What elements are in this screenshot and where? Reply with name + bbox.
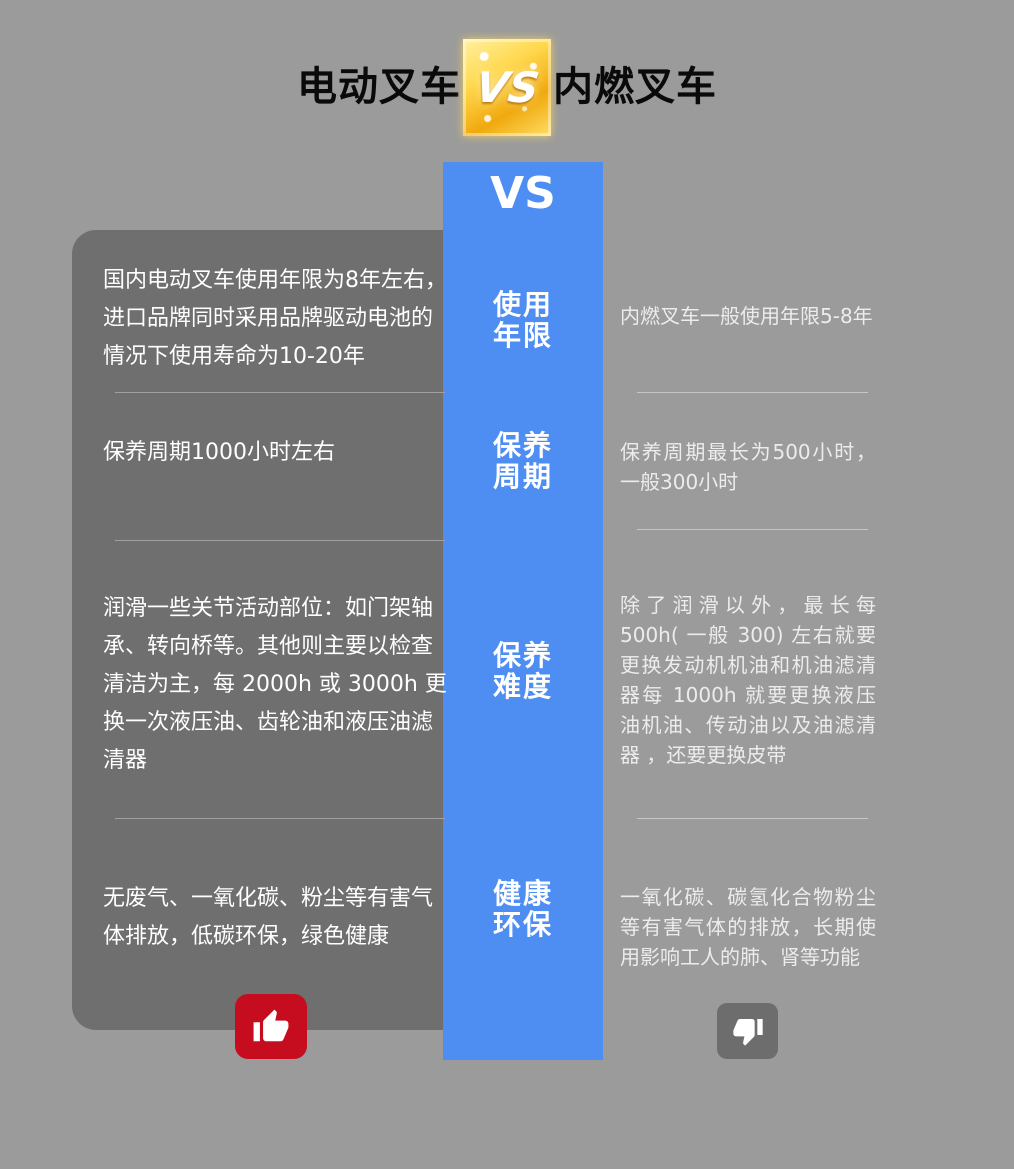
category-health-environment: 健康 环保 [443,878,603,940]
electric-row-maintenance-cycle: 保养周期1000小时左右 [103,440,335,465]
category-label-line: 保养 [492,429,553,462]
vs-column-header: VS [490,168,556,219]
thumbs-up-icon [253,1009,289,1041]
title-left: 电动叉车 [297,64,461,110]
divider [115,392,445,393]
electric-panel [72,230,490,1030]
combustion-row-maintenance-difficulty: 除了润滑以外，最长每 500h( 一般 300) 左右就要更换发动机机油和机油滤… [620,593,876,767]
category-label-line: 环保 [492,908,553,941]
electric-row-usage-life: 国内电动叉车使用年限为8年左右，进口品牌同时采用品牌驱动电池的情况下使用寿命为1… [103,268,447,369]
divider [115,818,445,819]
divider [637,392,868,393]
title-right: 内燃叉车 [553,64,717,110]
vs-badge-label: VS [472,62,542,112]
combustion-row-usage-life: 内燃叉车一般使用年限5-8年 [620,304,873,328]
category-label-line: 周期 [492,460,553,493]
title-banner: 电动叉车 VS 内燃叉车 [0,37,1014,137]
category-maintenance-difficulty: 保养 难度 [443,640,603,702]
divider [637,818,868,819]
thumbs-down-badge [717,1003,778,1059]
combustion-row-maintenance-cycle: 保养周期最长为500小时，一般300小时 [620,440,876,494]
category-maintenance-cycle: 保养 周期 [443,430,603,492]
vs-column: VS 使用 年限 保养 周期 保养 难度 健康 环保 [443,162,603,1060]
vs-badge-icon: VS [463,38,551,136]
category-usage-life: 使用 年限 [443,289,603,351]
divider [637,529,868,530]
electric-row-health-environment: 无废气、一氧化碳、粉尘等有害气体排放，低碳环保，绿色健康 [103,886,434,949]
divider [115,540,445,541]
combustion-row-health-environment: 一氧化碳、碳氢化合物粉尘等有害气体的排放，长期使用影响工人的肺、肾等功能 [620,885,876,969]
category-label-line: 难度 [492,670,553,703]
category-label-line: 保养 [492,639,553,672]
electric-row-maintenance-difficulty: 润滑一些关节活动部位：如门架轴承、转向桥等。其他则主要以检查清洁为主，每 200… [103,596,447,773]
category-label-line: 健康 [492,877,553,910]
thumbs-up-badge [235,994,307,1059]
thumbs-down-icon [732,1019,763,1046]
category-label-line: 使用 [492,288,553,321]
category-label-line: 年限 [492,319,553,352]
